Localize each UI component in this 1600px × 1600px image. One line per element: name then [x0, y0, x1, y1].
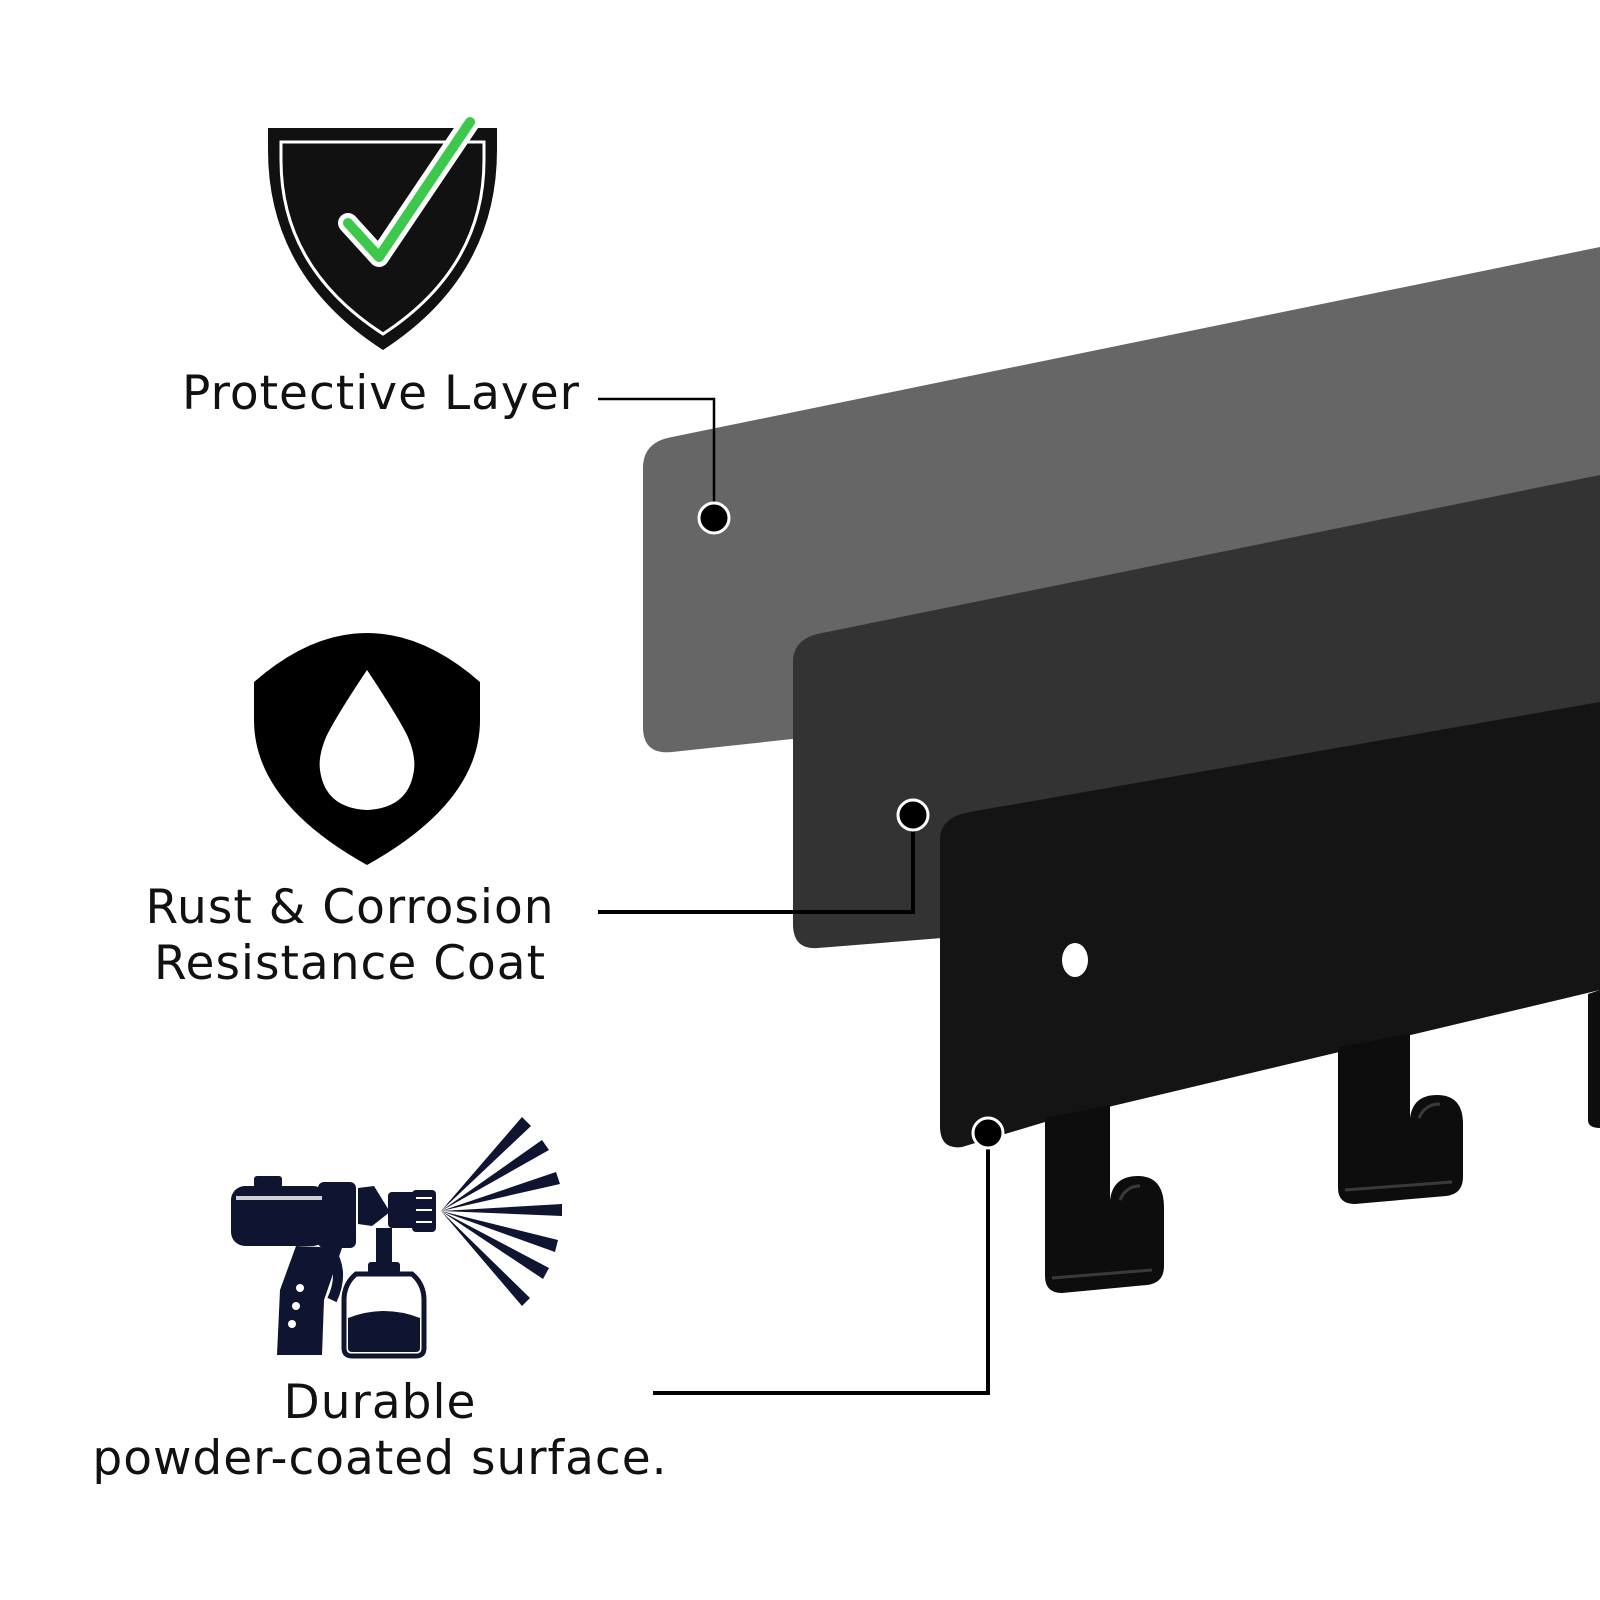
shield-drop-icon — [254, 633, 480, 865]
callout-durable-surface — [653, 1116, 1005, 1395]
spray-gun-icon — [231, 1117, 562, 1359]
durable-surface-text-line2: powder-coated surface. — [92, 1431, 668, 1486]
rust-coat-text-line2: Resistance Coat — [153, 936, 546, 991]
callout-protective-layer — [598, 397, 731, 535]
callout-rust-coat — [598, 798, 930, 914]
shield-check-icon — [268, 112, 497, 350]
durable-surface-text-line1: Durable — [283, 1375, 477, 1430]
rust-coat-label: Rust & Corrosion Resistance Coat — [110, 880, 590, 992]
hook-right — [1588, 990, 1600, 1128]
mounting-hole — [1062, 943, 1088, 977]
protective-layer-label: Protective Layer — [150, 366, 580, 422]
durable-surface-label: Durable powder-coated surface. — [70, 1375, 690, 1487]
powder-coated-plate — [940, 702, 1600, 1148]
rust-coat-text-line1: Rust & Corrosion — [145, 880, 555, 935]
hook-middle — [1338, 1034, 1463, 1204]
hook-left — [1045, 1105, 1164, 1293]
protective-layer-text: Protective Layer — [182, 366, 580, 421]
